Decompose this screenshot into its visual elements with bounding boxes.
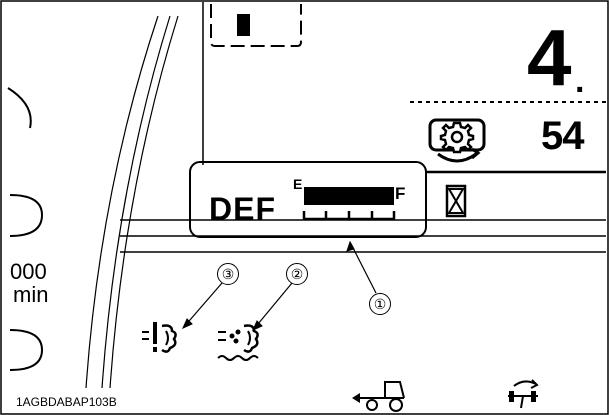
callout-3: ③: [217, 263, 239, 285]
leader-arrow-2: [252, 320, 263, 331]
leader-line-1: [349, 241, 377, 294]
leader-arrow-1: [346, 240, 355, 252]
callout-2: ②: [286, 263, 308, 285]
tachometer-gauge-segment: [9, 194, 44, 237]
leader-arrow-3: [182, 318, 193, 329]
def-level-bar: [302, 187, 396, 221]
main-display-decimal: .: [575, 62, 585, 100]
def-label: DEF: [209, 191, 276, 227]
def-full-mark: F: [395, 184, 406, 203]
tractor-icon: [352, 381, 405, 412]
tachometer-scale-label: 000: [10, 259, 47, 284]
pto-gear-icon: [428, 118, 486, 163]
tachometer-unit-label: min: [13, 282, 49, 307]
panel-curve-1: [85, 15, 159, 389]
leader-line-3: [182, 282, 223, 329]
pto-speed-value: 54: [541, 114, 584, 158]
tachometer-gauge-arc: [7, 87, 32, 129]
callout-1: ①: [369, 293, 391, 315]
hourglass-icon: [445, 184, 467, 218]
top-display-block: [237, 14, 250, 36]
four-wheel-drive-icon: [508, 379, 539, 409]
top-display-window: [210, 4, 302, 47]
panel-curve-3: [109, 15, 179, 389]
def-gauge-box: [189, 161, 427, 238]
main-display-digit: 4: [527, 13, 571, 102]
def-empty-mark: E: [293, 176, 303, 192]
leader-line-2: [252, 282, 293, 331]
tachometer-gauge-segment-lower: [9, 329, 44, 371]
exhaust-filter-warning-icon: [142, 322, 177, 353]
panel-curve-2: [101, 15, 171, 389]
exhaust-filter-regeneration-icon: [217, 324, 259, 361]
figure-part-number: 1AGBDABAP103B: [16, 395, 117, 409]
